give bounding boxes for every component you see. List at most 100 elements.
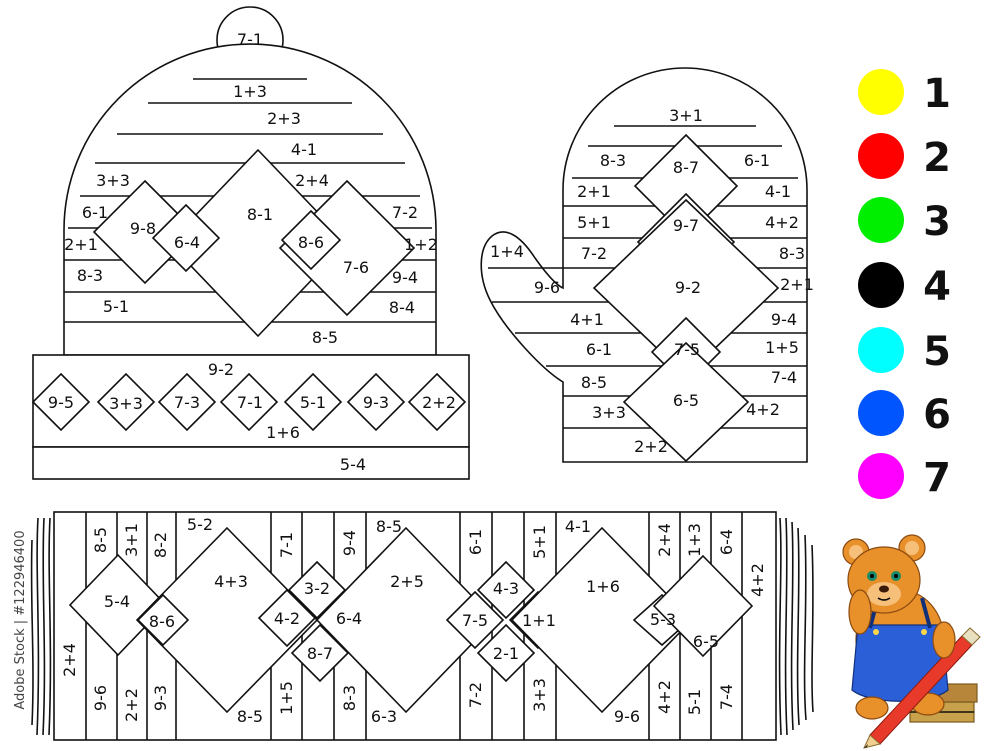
hat-label: 1+3 bbox=[233, 82, 267, 101]
legend-number: 5 bbox=[923, 329, 951, 375]
scarf-label: 5-4 bbox=[104, 592, 130, 611]
scarf-label: 2+4 bbox=[655, 523, 674, 557]
mitten-label: 8-5 bbox=[581, 373, 607, 392]
scarf-label: 8-5 bbox=[376, 517, 402, 536]
scarf-label: 7-1 bbox=[277, 532, 296, 558]
hat-label: 6-1 bbox=[82, 203, 108, 222]
mitten: 3+1 8-3 6-1 2+1 4-1 5+1 4+2 7-2 8-3 1+4 … bbox=[480, 67, 814, 463]
scarf-label: 7-4 bbox=[717, 684, 736, 710]
bear-nose bbox=[879, 585, 889, 593]
scarf-label: 4+2 bbox=[655, 680, 674, 714]
hat-label: 7-3 bbox=[174, 393, 200, 412]
pencil-icon bbox=[863, 627, 981, 749]
legend-number: 4 bbox=[923, 264, 951, 310]
scarf-label: 2-1 bbox=[493, 644, 519, 663]
scarf-label: 7-5 bbox=[462, 611, 488, 630]
legend-swatch-black bbox=[858, 262, 904, 308]
scarf-label: 3+1 bbox=[122, 523, 141, 557]
scarf-fringe-left bbox=[30, 517, 52, 736]
mitten-label: 6-1 bbox=[586, 340, 612, 359]
mitten-label: 8-3 bbox=[600, 151, 626, 170]
mitten-label: 3+3 bbox=[592, 403, 626, 422]
mitten-diamonds bbox=[592, 133, 780, 463]
hat-label: 7-1 bbox=[237, 393, 263, 412]
scarf-label: 8-2 bbox=[151, 532, 170, 558]
mitten-label: 8-7 bbox=[673, 158, 699, 177]
mitten-label: 9-7 bbox=[673, 216, 699, 235]
hat-label: 9-5 bbox=[48, 393, 74, 412]
mitten-label: 5+1 bbox=[577, 213, 611, 232]
mitten-label: 3+1 bbox=[669, 106, 703, 125]
hat-label: 5-1 bbox=[300, 393, 326, 412]
scarf-label: 5+1 bbox=[530, 525, 549, 559]
scarf-label: 9-6 bbox=[91, 685, 110, 711]
legend-number: 7 bbox=[923, 455, 951, 501]
legend-swatch-red bbox=[858, 133, 904, 179]
scarf-label: 2+4 bbox=[60, 643, 79, 677]
hat-label: 8-3 bbox=[77, 266, 103, 285]
legend-number: 1 bbox=[923, 71, 951, 117]
scarf-label: 8-7 bbox=[307, 644, 333, 663]
legend-number: 3 bbox=[923, 199, 951, 245]
hat-label: 2+3 bbox=[267, 109, 301, 128]
hat-label: 7-6 bbox=[343, 258, 369, 277]
scarf-label: 8-3 bbox=[340, 685, 359, 711]
scarf-label: 4+2 bbox=[748, 563, 767, 597]
scarf-label: 9-3 bbox=[151, 685, 170, 711]
legend-number: 2 bbox=[923, 135, 951, 181]
color-legend: 1 2 3 4 5 6 7 bbox=[858, 69, 951, 501]
scarf-label: 7-2 bbox=[466, 682, 485, 708]
legend-swatch-blue bbox=[858, 390, 904, 436]
scarf-label: 6-1 bbox=[466, 529, 485, 555]
scarf-label: 6-3 bbox=[371, 707, 397, 726]
hat-label: 2+4 bbox=[295, 171, 329, 190]
legend-swatch-yellow bbox=[858, 69, 904, 115]
mitten-label: 2+1 bbox=[780, 275, 814, 294]
mitten-label: 6-1 bbox=[744, 151, 770, 170]
watermark: Adobe Stock | #122946400 bbox=[13, 530, 28, 709]
scarf-label: 3+3 bbox=[530, 678, 549, 712]
mitten-label: 9-6 bbox=[534, 278, 560, 297]
mitten-label: 9-2 bbox=[675, 278, 701, 297]
scarf-label: 1+1 bbox=[522, 611, 556, 630]
mitten-label: 4-1 bbox=[765, 182, 791, 201]
scarf-label: 9-4 bbox=[340, 530, 359, 556]
scarf-label: 6-4 bbox=[336, 609, 362, 628]
bear-foot bbox=[855, 696, 889, 720]
hat-label: 4-1 bbox=[291, 140, 317, 159]
scarf-fringe-right bbox=[778, 517, 814, 736]
scarf: 8-5 3+1 8-2 5-2 7-1 9-4 8-5 6-1 5+1 4-1 … bbox=[30, 511, 814, 741]
hat-label: 9-4 bbox=[392, 268, 418, 287]
hat-label: 9-2 bbox=[208, 360, 234, 379]
scarf-label: 4-2 bbox=[274, 609, 300, 628]
legend-number: 6 bbox=[923, 392, 951, 438]
scarf-label: 5-2 bbox=[187, 515, 213, 534]
mitten-label: 4+2 bbox=[746, 400, 780, 419]
scarf-label: 3-2 bbox=[304, 579, 330, 598]
scarf-diamonds bbox=[68, 526, 754, 714]
mitten-label: 6-5 bbox=[673, 391, 699, 410]
hat-label: 2+2 bbox=[422, 393, 456, 412]
bear-arm bbox=[932, 621, 956, 659]
scarf-label: 8-6 bbox=[149, 612, 175, 631]
scarf-label: 5-1 bbox=[685, 689, 704, 715]
scarf-label: 2+2 bbox=[122, 688, 141, 722]
bear-arm bbox=[848, 589, 872, 635]
scarf-label: 2+5 bbox=[390, 572, 424, 591]
mitten-label: 7-4 bbox=[771, 368, 797, 387]
legend-swatch-green bbox=[858, 197, 904, 243]
scarf-label: 8-5 bbox=[91, 527, 110, 553]
mitten-label: 4+2 bbox=[765, 213, 799, 232]
hat-brim bbox=[32, 446, 470, 480]
hat-label: 1+6 bbox=[266, 423, 300, 442]
hat-labels: 1+3 2+3 4-1 3+3 2+4 6-1 7-2 2+1 1+2 8-3 … bbox=[48, 82, 456, 474]
scarf-label: 9-6 bbox=[614, 707, 640, 726]
legend-swatch-cyan bbox=[858, 327, 904, 373]
scarf-label: 4-3 bbox=[493, 579, 519, 598]
scarf-label: 6-5 bbox=[693, 632, 719, 651]
hat-label: 2+1 bbox=[64, 235, 98, 254]
hat-label: 6-4 bbox=[174, 233, 200, 252]
hat-label: 3+3 bbox=[96, 171, 130, 190]
scarf-label: 1+5 bbox=[277, 681, 296, 715]
